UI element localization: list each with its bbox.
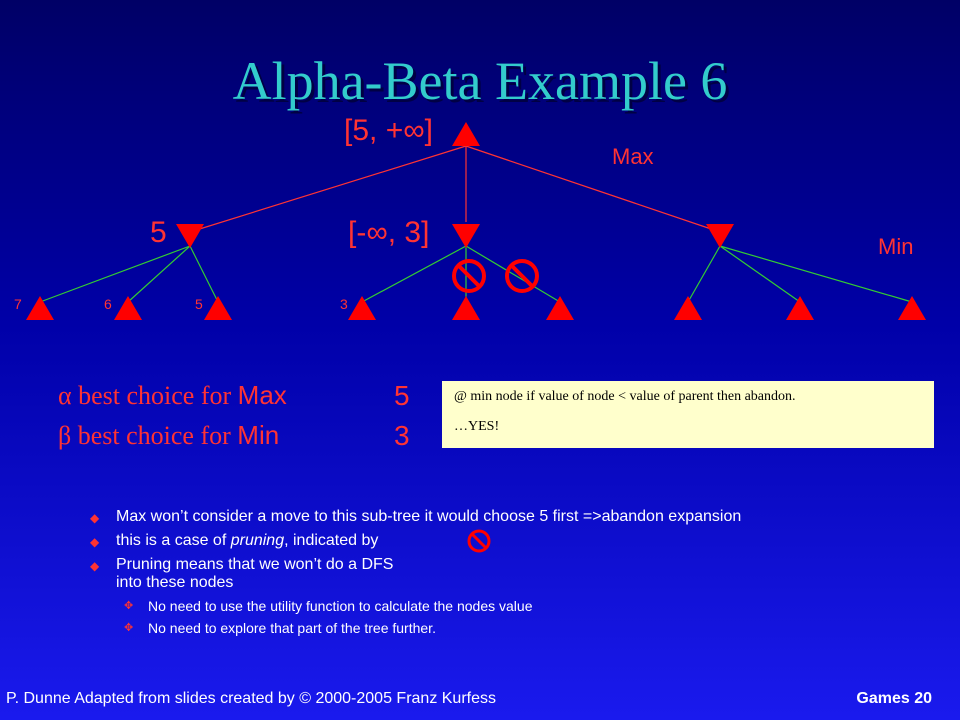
diamond-bullet-icon: ◆ bbox=[90, 559, 100, 573]
beta-player: Min bbox=[237, 420, 280, 450]
bullet-emphasis: pruning bbox=[230, 532, 285, 549]
bullet-text: Max won’t consider a move to this sub-tr… bbox=[116, 508, 742, 525]
footer-page: Games 20 bbox=[856, 690, 932, 707]
edge-root-min1 bbox=[189, 145, 467, 233]
min1-value-label: 5 bbox=[150, 216, 167, 249]
beta-row: β best choice for Min bbox=[58, 420, 279, 451]
footer-credit: P. Dunne Adapted from slides created by … bbox=[6, 690, 496, 707]
beta-text: best choice for bbox=[77, 421, 231, 450]
leaf-value-label: 7 bbox=[14, 296, 22, 312]
root-max-node bbox=[452, 122, 480, 146]
bullet-text: into these nodes bbox=[116, 574, 234, 591]
alpha-value: 5 bbox=[394, 380, 410, 411]
leaf-node-7 bbox=[674, 296, 702, 320]
edge-min2-leaf4 bbox=[361, 245, 467, 303]
leaf-node-1 bbox=[26, 296, 54, 320]
leaf-node-5 bbox=[452, 296, 480, 320]
bullet-list: ◆ Max won’t consider a move to this sub-… bbox=[90, 508, 741, 642]
min-level-label: Min bbox=[878, 234, 914, 259]
min-node-3 bbox=[706, 224, 734, 248]
edge-min3-leaf9 bbox=[719, 245, 913, 303]
slide-title: Alpha-Beta Example 6 bbox=[232, 51, 728, 111]
bullet-text: Pruning means that we won’t do a DFS bbox=[116, 556, 394, 573]
alpha-text: best choice for bbox=[78, 381, 232, 410]
diamond-bullet-icon: ◆ bbox=[90, 535, 100, 549]
bullet-item: ◆ Pruning means that we won’t do a DFS i… bbox=[90, 556, 741, 592]
leaf-node-9 bbox=[898, 296, 926, 320]
star-bullet-icon: ✥ bbox=[124, 600, 134, 612]
leaf-node-6 bbox=[546, 296, 574, 320]
leaf-value-label: 3 bbox=[340, 296, 348, 312]
note-line-2: …YES! bbox=[454, 419, 500, 434]
sub-bullet-text: No need to use the utility function to c… bbox=[148, 598, 533, 614]
bullet-item: ◆ this is a case of pruning, indicated b… bbox=[90, 532, 741, 550]
leaf-node-4 bbox=[348, 296, 376, 320]
leaf-node-3 bbox=[204, 296, 232, 320]
note-line-1: @ min node if value of node < value of p… bbox=[454, 389, 796, 404]
max-level-label: Max bbox=[612, 144, 654, 169]
note-box: @ min node if value of node < value of p… bbox=[442, 381, 934, 448]
alpha-row: α best choice for Max bbox=[58, 380, 287, 411]
beta-value: 3 bbox=[394, 420, 410, 451]
sub-bullet-item: ✥ No need to use the utility function to… bbox=[90, 598, 741, 614]
sub-bullet-item: ✥ No need to explore that part of the tr… bbox=[90, 620, 741, 636]
prune-icon bbox=[452, 259, 486, 293]
prune-icon bbox=[467, 529, 491, 553]
leaf-value-label: 6 bbox=[104, 296, 112, 312]
edge-min1-leaf2 bbox=[127, 245, 191, 303]
bullet-text: this is a case of bbox=[116, 532, 231, 549]
prune-icon bbox=[505, 259, 539, 293]
star-bullet-icon: ✥ bbox=[124, 622, 134, 634]
bullet-text: , indicated by bbox=[284, 532, 379, 549]
leaf-node-2 bbox=[114, 296, 142, 320]
edge-min3-leaf7 bbox=[687, 245, 721, 303]
edge-min2-leaf6 bbox=[465, 245, 561, 303]
min2-value-label: [-∞, 3] bbox=[348, 216, 430, 249]
edge-min1-leaf1 bbox=[39, 245, 191, 303]
alpha-symbol: α bbox=[58, 381, 72, 410]
bullet-item: ◆ Max won’t consider a move to this sub-… bbox=[90, 508, 741, 526]
beta-symbol: β bbox=[58, 421, 72, 450]
sub-bullet-text: No need to explore that part of the tree… bbox=[148, 620, 436, 636]
leaf-node-8 bbox=[786, 296, 814, 320]
leaf-value-label: 5 bbox=[195, 296, 203, 312]
edge-min3-leaf8 bbox=[719, 245, 801, 303]
alpha-player: Max bbox=[237, 380, 287, 410]
root-value-label: [5, +∞] bbox=[344, 114, 433, 147]
edge-root-min3 bbox=[465, 145, 721, 233]
min-node-1 bbox=[176, 224, 204, 248]
edge-min1-leaf3 bbox=[189, 245, 219, 303]
diamond-bullet-icon: ◆ bbox=[90, 511, 100, 525]
min-node-2 bbox=[452, 224, 480, 248]
